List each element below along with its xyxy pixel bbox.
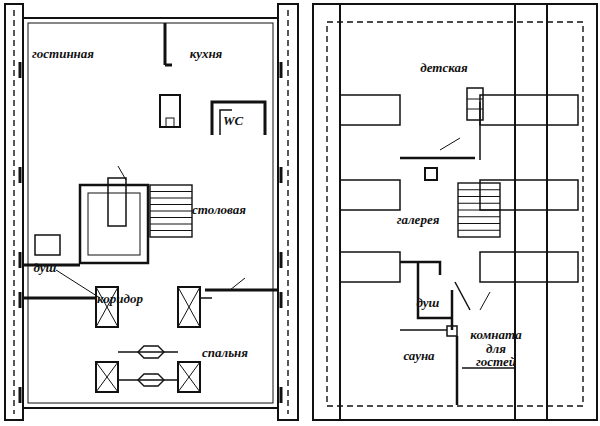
wall-line xyxy=(200,290,212,298)
wall-line xyxy=(212,102,265,135)
wall-line xyxy=(280,62,283,78)
wall xyxy=(166,118,174,127)
wall-line xyxy=(178,287,200,327)
wall-line xyxy=(150,204,192,205)
wall-line xyxy=(287,10,288,414)
wall-line xyxy=(280,387,283,403)
wall-line xyxy=(458,203,500,204)
wall-line xyxy=(479,102,481,160)
wall xyxy=(23,18,278,408)
wall-line xyxy=(458,230,500,231)
room-label: WC xyxy=(223,114,243,128)
wall-line xyxy=(23,297,95,300)
wall xyxy=(340,95,400,125)
wall xyxy=(108,178,126,226)
wall xyxy=(480,180,578,210)
room-label: галерея xyxy=(397,213,440,227)
wall-line xyxy=(230,278,245,290)
fixture xyxy=(138,374,164,386)
room-label: детская xyxy=(420,61,467,75)
wall xyxy=(425,168,437,180)
wall-line xyxy=(400,329,447,331)
room-label: душ xyxy=(34,261,57,275)
wall xyxy=(278,4,298,420)
wall-line xyxy=(19,62,22,78)
wall-line xyxy=(178,287,200,327)
wall xyxy=(458,183,500,237)
wall-line xyxy=(458,196,500,197)
room-label: гостинная xyxy=(32,47,94,61)
wall xyxy=(480,95,578,125)
wall-line xyxy=(280,167,283,183)
wall xyxy=(88,193,140,255)
wall xyxy=(96,362,118,392)
wall-line xyxy=(96,362,118,392)
wall-line xyxy=(150,230,192,231)
wall-line xyxy=(118,351,178,353)
wall xyxy=(327,22,583,406)
wall xyxy=(313,4,340,420)
wall-line xyxy=(19,167,22,183)
wall xyxy=(80,185,148,263)
wall-line xyxy=(451,290,454,330)
wall-line xyxy=(164,23,167,65)
wall-line xyxy=(150,217,192,218)
room-label: коридор xyxy=(97,292,143,306)
wall-line xyxy=(165,64,172,67)
wall-line xyxy=(458,223,500,224)
wall xyxy=(340,252,400,282)
wall-line xyxy=(150,191,192,192)
wall xyxy=(447,326,457,336)
wall-line xyxy=(467,99,483,100)
wall-line xyxy=(19,292,22,308)
wall-line xyxy=(150,224,192,225)
wall-line xyxy=(205,289,278,292)
wall-line xyxy=(440,138,460,150)
wall xyxy=(340,180,400,210)
wall xyxy=(178,362,200,392)
wall-line xyxy=(150,198,192,199)
wall xyxy=(35,235,60,255)
wall xyxy=(178,287,200,327)
wall-line xyxy=(118,379,178,381)
wall-line xyxy=(467,109,483,110)
room-label: столовая xyxy=(192,203,246,217)
room-label: спальня xyxy=(202,346,248,360)
wall xyxy=(5,4,23,420)
wall xyxy=(160,95,180,127)
room-label: душ xyxy=(417,296,440,310)
wall-line xyxy=(56,270,100,298)
wall-line xyxy=(458,189,500,190)
wall xyxy=(150,185,192,237)
wall-line xyxy=(13,10,14,414)
wall xyxy=(28,23,273,403)
wall-line xyxy=(96,362,118,392)
room-label: кухня xyxy=(190,47,223,61)
room-label: комната для гостей xyxy=(467,328,525,369)
wall xyxy=(480,252,578,282)
wall-line xyxy=(280,292,283,308)
wall-line xyxy=(19,387,22,403)
wall-line xyxy=(19,252,22,268)
wall-line xyxy=(458,210,500,211)
wall xyxy=(467,88,483,120)
wall-line xyxy=(480,292,490,310)
wall-line xyxy=(178,362,200,392)
wall-line xyxy=(456,336,459,405)
room-label: сауна xyxy=(403,349,434,363)
wall-line xyxy=(118,166,126,180)
wall xyxy=(515,4,547,420)
wall-line xyxy=(400,157,475,160)
wall-line xyxy=(280,252,283,268)
wall xyxy=(313,4,597,420)
wall-line xyxy=(458,216,500,217)
wall-line xyxy=(150,211,192,212)
wall-line xyxy=(400,262,440,275)
wall-line xyxy=(455,282,470,310)
fixture xyxy=(138,346,164,358)
wall-line xyxy=(178,362,200,392)
